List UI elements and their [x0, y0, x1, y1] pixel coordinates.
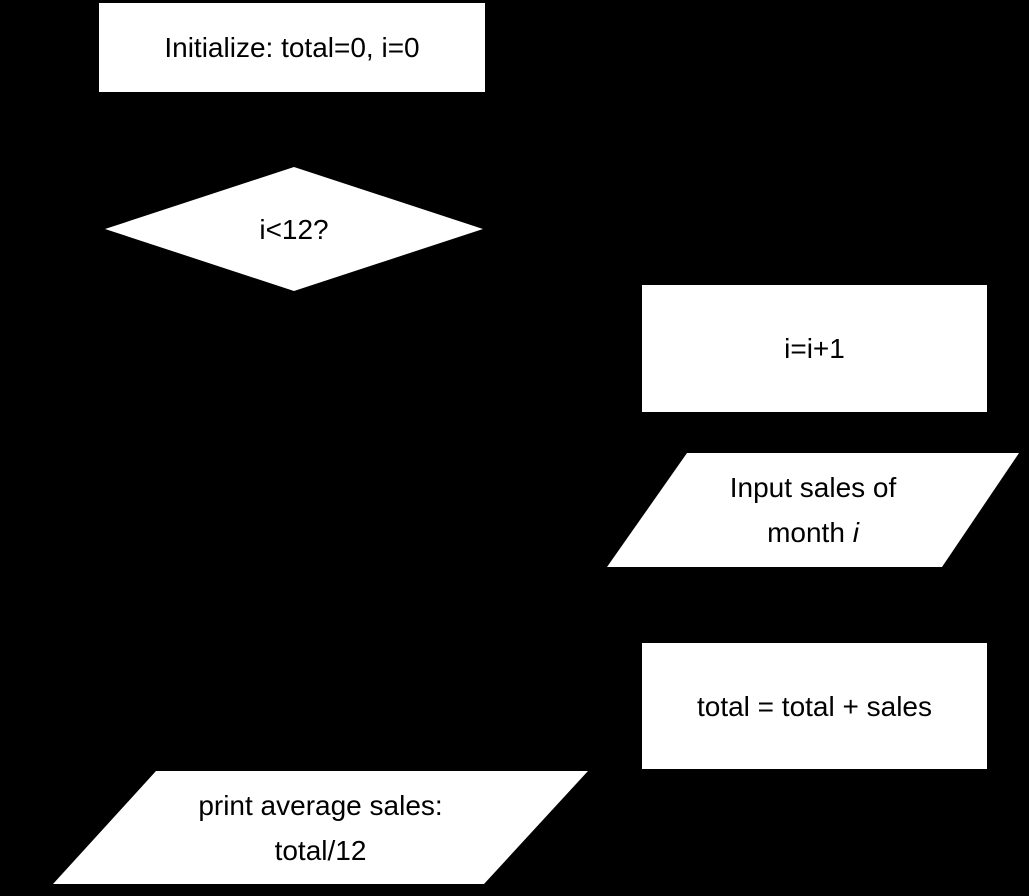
flowchart-node-print-average: print average sales: total/12 — [53, 771, 588, 884]
flowchart-node-decision-loop-condition: i<12? — [105, 167, 483, 291]
accumulate-label: total = total + sales — [696, 690, 933, 722]
start-label: Initialize: total=0, i=0 — [164, 32, 420, 63]
loop-variable-italic: i — [852, 517, 859, 548]
flowchart-node-start: Initialize: total=0, i=0 — [99, 3, 485, 92]
flowchart-node-input-sales: Input sales of month i — [607, 453, 1019, 567]
decision-label: i<12? — [259, 213, 329, 245]
input-sales-line1: Input sales of — [729, 472, 897, 503]
print-average-line1: print average sales: — [198, 789, 443, 821]
flowchart-node-increment: i=i+1 — [642, 285, 987, 412]
print-average-line2: total/12 — [274, 834, 367, 866]
increment-label: i=i+1 — [784, 333, 845, 364]
input-sales-line2: month i — [767, 517, 859, 548]
flowchart-node-accumulate-total: total = total + sales — [642, 643, 987, 769]
